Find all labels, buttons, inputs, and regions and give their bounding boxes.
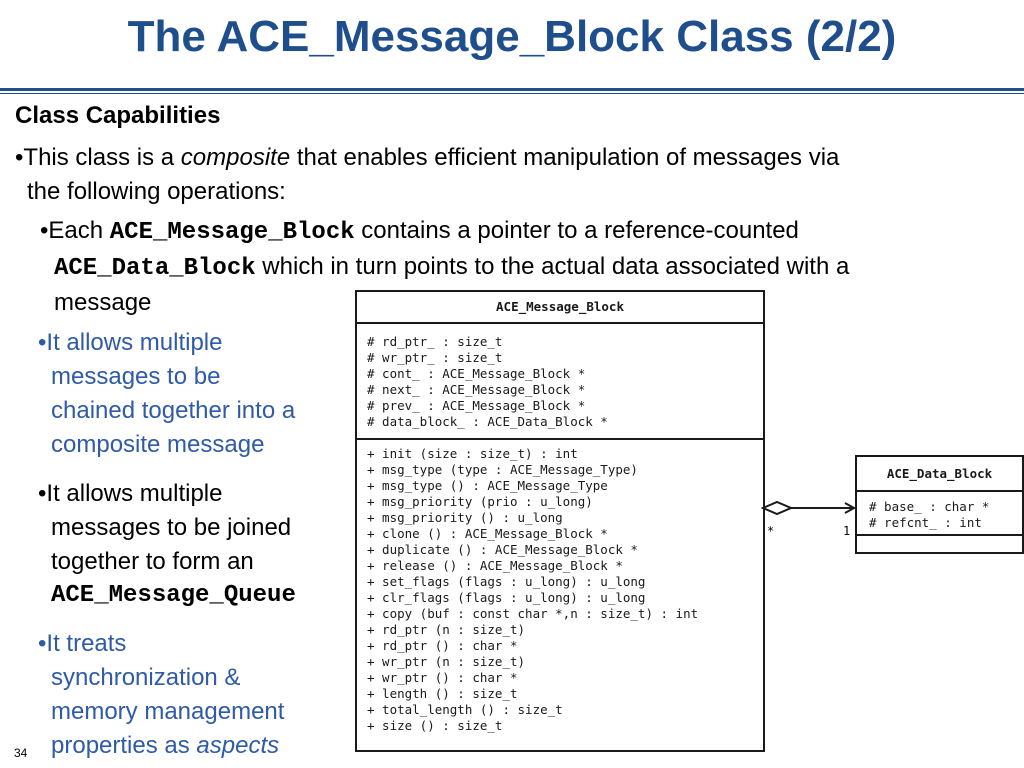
emphasis-aspects: aspects: [196, 732, 280, 759]
uml-attribute: # next_ : ACE_Message_Block *: [367, 382, 586, 397]
bullet-aspects: •It treats synchronization & memory mana…: [38, 630, 285, 759]
uml-operation: + release () : ACE_Message_Block *: [367, 558, 623, 573]
uml-attribute: # base_ : char *: [869, 499, 990, 514]
uml-operation: + set_flags (flags : u_long) : u_long: [367, 574, 646, 589]
uml-operation: + rd_ptr (n : size_t): [367, 622, 526, 637]
bullet-composite: •This class is a composite that enables …: [15, 144, 840, 205]
arrowhead-icon: [844, 502, 857, 514]
uml-operation: + rd_ptr () : char *: [367, 638, 518, 653]
multiplicity-target: 1: [843, 524, 851, 538]
uml-operation: + clone () : ACE_Message_Block *: [367, 526, 608, 541]
uml-attributes: # base_ : char * # refcnt_ : int: [857, 492, 1022, 536]
uml-operation: + msg_priority (prio : u_long): [367, 494, 593, 509]
uml-attributes: # rd_ptr_ : size_t # wr_ptr_ : size_t # …: [357, 324, 763, 440]
uml-attribute: # prev_ : ACE_Message_Block *: [367, 398, 586, 413]
uml-operation: + wr_ptr () : char *: [367, 670, 518, 685]
uml-attribute: # data_block_ : ACE_Data_Block *: [367, 414, 608, 429]
code-ace-message-block: ACE_Message_Block: [109, 219, 355, 246]
title-divider: [0, 88, 1024, 91]
title-divider-thin: [0, 93, 1024, 94]
bullet-message-queue: •It allows multiple messages to be joine…: [38, 477, 358, 613]
code-ace-data-block: ACE_Data_Block: [54, 255, 256, 282]
uml-operation: + copy (buf : const char *,n : size_t) :…: [367, 606, 699, 621]
uml-class-name: ACE_Message_Block: [357, 292, 763, 324]
code-ace-message-queue: ACE_Message_Queue: [51, 582, 296, 609]
uml-operation: + msg_type () : ACE_Message_Type: [367, 478, 608, 493]
uml-operation: + size () : size_t: [367, 718, 503, 733]
uml-operation: + length () : size_t: [367, 686, 518, 701]
uml-operation: + init (size : size_t) : int: [367, 446, 578, 461]
uml-operation: + total_length () : size_t: [367, 702, 563, 717]
page-number: 34: [14, 746, 28, 760]
uml-operation: + msg_priority () : u_long: [367, 510, 563, 525]
uml-operation: + wr_ptr (n : size_t): [367, 654, 526, 669]
uml-attribute: # refcnt_ : int: [869, 515, 982, 530]
uml-class-data-block: ACE_Data_Block # base_ : char * # refcnt…: [855, 455, 1024, 554]
section-heading: Class Capabilities: [15, 102, 221, 129]
uml-class-message-block: ACE_Message_Block # rd_ptr_ : size_t # w…: [355, 290, 765, 752]
uml-attribute: # wr_ptr_ : size_t: [367, 350, 503, 365]
uml-aggregation-arrow: [761, 500, 857, 516]
uml-operation: + duplicate () : ACE_Message_Block *: [367, 542, 638, 557]
uml-attribute: # cont_ : ACE_Message_Block *: [367, 366, 586, 381]
multiplicity-source: *: [767, 524, 775, 538]
uml-operation: + msg_type (type : ACE_Message_Type): [367, 462, 638, 477]
uml-operations: + init (size : size_t) : int + msg_type …: [357, 440, 763, 734]
slide-title: The ACE_Message_Block Class (2/2): [127, 12, 897, 61]
bullet-message-block-pointer: •Each ACE_Message_Block contains a point…: [40, 217, 850, 316]
emphasis-composite: composite: [180, 144, 291, 171]
aggregation-diamond-icon: [761, 500, 794, 516]
uml-attribute: # rd_ptr_ : size_t: [367, 334, 503, 349]
uml-class-name: ACE_Data_Block: [857, 457, 1022, 492]
bullet-chaining: •It allows multiple messages to be chain…: [38, 329, 296, 458]
uml-operation: + clr_flags (flags : u_long) : u_long: [367, 590, 646, 605]
